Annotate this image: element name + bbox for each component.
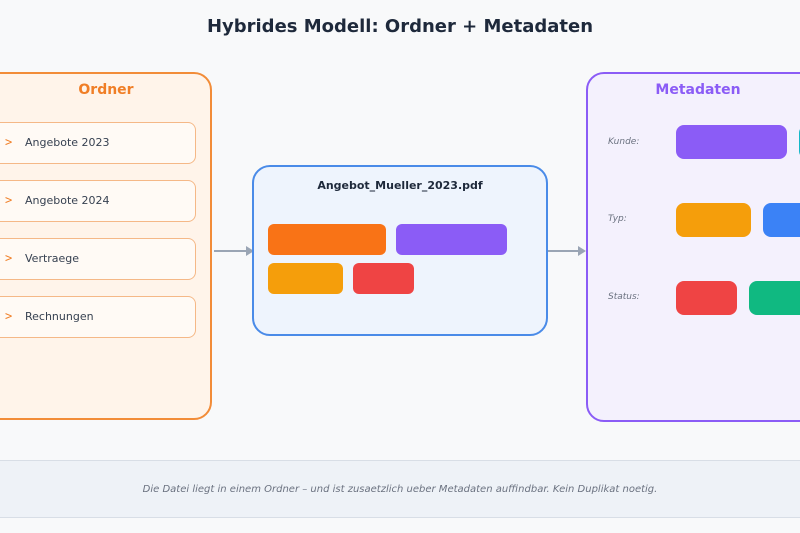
- chevron-right-icon: >: [5, 193, 13, 207]
- chevron-right-icon: >: [5, 309, 13, 323]
- folder-item[interactable]: > Vertraege: [0, 238, 196, 280]
- metadata-panel: Metadaten Kunde: Typ: Status:: [586, 72, 800, 422]
- meta-label-status: Status:: [608, 292, 640, 302]
- folder-item-label: Vertraege: [25, 252, 80, 265]
- arrow-file-to-metadata: [548, 246, 586, 256]
- meta-tag: [676, 125, 787, 159]
- chevron-right-icon: >: [5, 251, 13, 265]
- file-panel: Angebot_Mueller_2023.pdf: [252, 165, 548, 336]
- meta-tag: [676, 281, 737, 315]
- arrow-head-icon: [578, 246, 586, 256]
- footer-text: Die Datei liegt in einem Ordner – und is…: [142, 484, 658, 495]
- folder-item[interactable]: > Angebote 2023: [0, 122, 196, 164]
- folder-item-label: Angebote 2023: [25, 136, 110, 149]
- meta-tag: [676, 203, 751, 237]
- file-tag: [353, 263, 414, 294]
- file-tag: [268, 224, 386, 255]
- folder-panel: Ordner > Angebote 2023 > Angebote 2024 >…: [0, 72, 212, 420]
- meta-tag: [763, 203, 800, 237]
- folder-item[interactable]: > Angebote 2024: [0, 180, 196, 222]
- arrow-folder-to-file: [214, 246, 254, 256]
- file-tag: [268, 263, 343, 294]
- chevron-right-icon: >: [5, 135, 13, 149]
- diagram-title: Hybrides Modell: Ordner + Metadaten: [206, 16, 594, 37]
- metadata-panel-title: Metadaten: [655, 82, 741, 98]
- arrow-head-icon: [246, 246, 254, 256]
- folder-item-label: Rechnungen: [25, 310, 94, 323]
- file-name: Angebot_Mueller_2023.pdf: [317, 179, 483, 192]
- meta-label-typ: Typ:: [608, 214, 627, 224]
- meta-tag: [749, 281, 800, 315]
- file-tag: [396, 224, 507, 255]
- folder-item-label: Angebote 2024: [25, 194, 110, 207]
- meta-label-kunde: Kunde:: [608, 137, 640, 147]
- folder-panel-title: Ordner: [78, 82, 134, 98]
- folder-item[interactable]: > Rechnungen: [0, 296, 196, 338]
- footer-note: Die Datei liegt in einem Ordner – und is…: [0, 460, 800, 518]
